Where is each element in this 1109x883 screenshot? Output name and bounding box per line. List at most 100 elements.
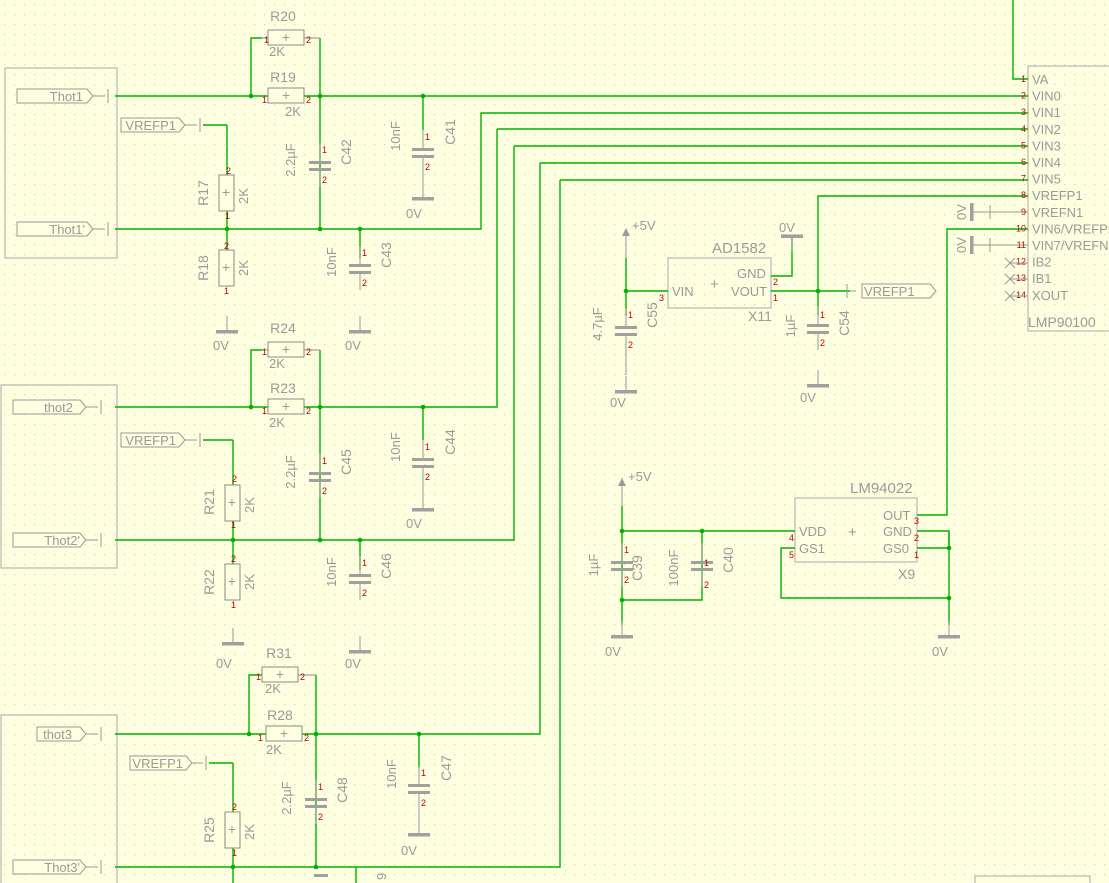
junctions [224,93,952,870]
svg-text:+: + [228,494,236,510]
svg-text:2: 2 [306,95,311,105]
power-symbols: +5V +5V [618,218,656,506]
lmp90100-pin-number: 4 [1021,124,1026,134]
port-thot1-prime: Thot1' [16,221,109,237]
svg-text:1: 1 [225,211,230,221]
svg-text:0V: 0V [213,338,229,353]
r18-value: 2K [236,260,251,276]
lmp90100-pin-number: 13 [1016,273,1026,283]
svg-text:OUT: OUT [883,508,911,523]
svg-text:0V: 0V [406,516,422,531]
svg-text:1: 1 [421,768,426,778]
svg-text:0V: 0V [345,656,361,671]
r25-value: 2K [242,824,257,840]
lmp90100-pin-name: VIN3 [1032,138,1061,153]
svg-text:1: 1 [362,248,367,258]
svg-text:2.2µF: 2.2µF [283,455,298,489]
lmp90100-pin-number: 3 [1021,107,1026,117]
svg-text:C47: C47 [438,755,454,781]
lmp90100-pin-number: 2 [1021,91,1026,101]
svg-text:2: 2 [232,802,237,812]
svg-text:2: 2 [820,338,825,348]
capacitor-c46: C46 10nF 1 2 [324,553,394,601]
svg-text:1: 1 [425,442,430,452]
svg-text:0V: 0V [345,338,361,353]
r19-value: 2K [285,104,301,119]
port-thot3-prime: Thot3' [12,859,102,875]
lm94022-ref: X9 [898,566,915,582]
wires [115,0,1028,883]
svg-text:2: 2 [306,347,311,357]
svg-text:2: 2 [304,733,309,743]
svg-text:2: 2 [362,588,367,598]
lmp90100-pin-name: IB2 [1032,255,1052,270]
svg-text:1: 1 [232,848,237,858]
svg-text:VDD: VDD [799,524,826,539]
svg-text:2.2µF: 2.2µF [283,143,298,177]
lmp90100-pin-number: 8 [1021,190,1026,200]
lmp90100-pin-number: 6 [1021,157,1026,167]
svg-text:+5V: +5V [632,218,656,233]
svg-text:0V: 0V [800,390,816,405]
svg-text:+: + [848,524,857,541]
svg-text:C39: C39 [629,555,645,581]
resistor-r31: + R31 2K 1 2 [256,645,316,696]
svg-text:4: 4 [789,533,794,543]
svg-text:2: 2 [226,166,231,176]
svg-text:C48: C48 [334,777,350,803]
svg-text:5: 5 [789,550,794,560]
lmp90100-name: LMP90100 [1028,314,1096,330]
sensor-frame-3 [0,714,118,883]
port-vrefp-a-label: VREFP1 [125,118,176,133]
resistor-r28: + R28 2K 1 2 [258,707,309,757]
grounds: 0V 0V 0V 0V 0V 0V 0V 0V 0V 0V 0V 0V 0V 0… [213,182,1028,858]
svg-text:2: 2 [322,175,327,185]
svg-text:1µF: 1µF [783,315,798,338]
svg-text:C45: C45 [338,449,354,475]
svg-text:2: 2 [232,474,237,484]
r21-value: 2K [242,497,257,513]
port-vrefp-out: VREFP1 [846,283,937,299]
svg-text:1: 1 [322,456,327,466]
port-thot2-prime-label: Thot2' [44,533,80,548]
lmp90100-pin-number: 10 [1016,223,1026,233]
svg-text:0V: 0V [954,204,969,220]
svg-text:+: + [282,29,290,45]
lmp90100-pin-name: VIN7/VREFN2 [1032,238,1109,253]
r20-value: 2K [269,44,285,59]
svg-text:1: 1 [231,600,236,610]
lmp90100-pin-name: VIN0 [1032,89,1061,104]
port-thot3-prime-label: Thot3' [44,860,80,875]
lmp90100-pin-name: VIN1 [1032,105,1061,120]
port-vrefp-a: VREFP1 [120,117,201,133]
capacitor-c39: C39 1µF 1 2 [586,542,645,588]
r31-name: R31 [266,645,292,661]
r17-name: R17 [195,180,211,206]
r31-value: 2K [265,681,281,696]
svg-text:0V: 0V [610,395,626,410]
svg-text:2: 2 [624,575,629,585]
r22-value: 2K [242,574,257,590]
svg-text:1: 1 [914,550,919,560]
svg-text:GND: GND [883,524,912,539]
svg-text:10nF: 10nF [384,759,399,789]
lmp90100-pin-number: 1 [1021,74,1026,84]
r28-name: R28 [267,707,293,723]
svg-text:+: + [710,276,719,293]
svg-text:9: 9 [374,873,389,880]
capacitor-c48: C48 2.2µF 1 2 [279,777,350,825]
svg-text:1: 1 [425,132,430,142]
resistor-r17: + R17 2K 2 1 [195,166,251,221]
resistor-r19: + R19 2K 1 2 [262,69,311,119]
port-thot3-label: thot3 [43,727,72,742]
lmp90100-pin-name: VIN4 [1032,155,1061,170]
r20-name: R20 [270,8,296,24]
lm94022-name: LM94022 [850,480,913,497]
lmp90100-pin-number: 11 [1017,240,1026,250]
svg-text:2: 2 [914,533,919,543]
port-thot1-prime-label: Thot1' [49,222,85,237]
port-thot3: thot3 [36,726,102,742]
svg-text:1: 1 [362,558,367,568]
svg-text:2: 2 [318,812,323,822]
lmp90100-pin-name: VIN5 [1032,172,1061,187]
